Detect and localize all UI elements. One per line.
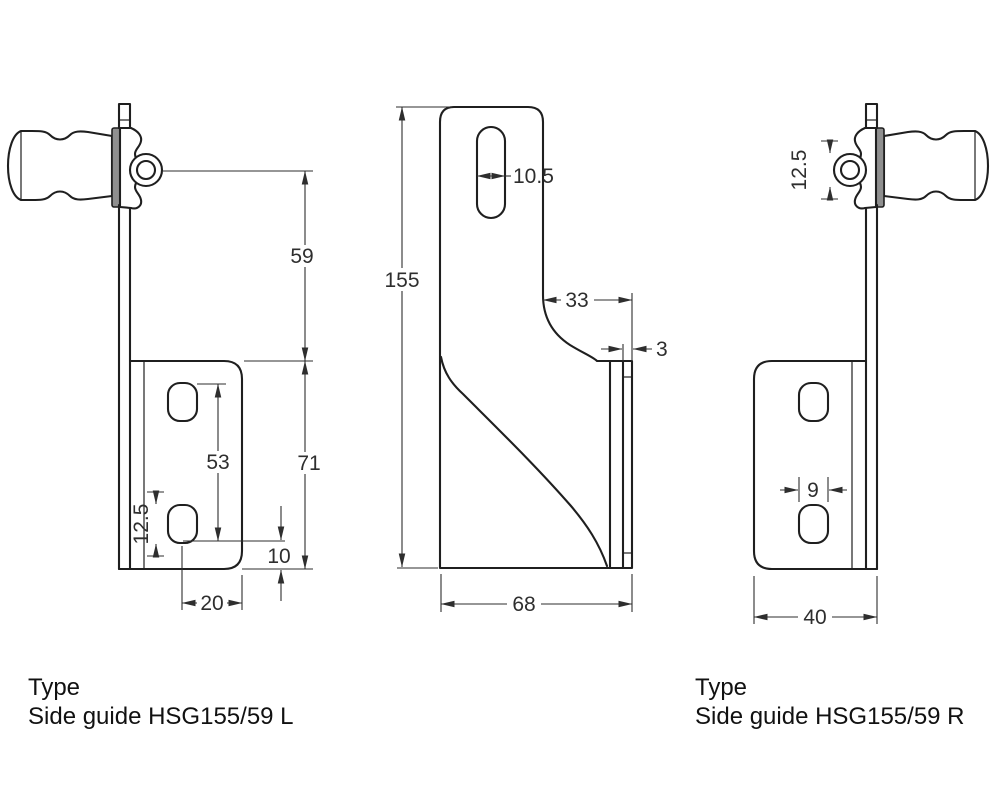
dim-71-group: 71 xyxy=(242,360,324,570)
dim-33-group: 33 xyxy=(542,289,633,361)
left-side-view: 59 71 53 12.5 xyxy=(6,102,324,615)
dim-3-group: 3 xyxy=(601,338,668,361)
dim-9-label: 9 xyxy=(807,479,819,502)
dim-12-5-left-group: 12.5 xyxy=(130,490,164,558)
dim-3-label: 3 xyxy=(656,338,668,361)
left-title-block: Type Side guide HSG155/59 L xyxy=(28,674,294,730)
right-type-label: Type xyxy=(695,674,747,701)
dim-20-group: 20 xyxy=(181,546,243,615)
dim-10-group: 10 xyxy=(267,506,291,601)
dim-68-group: 68 xyxy=(440,574,633,616)
right-dimension-lines: 12.5 9 40 xyxy=(753,139,878,629)
dim-10-label: 10 xyxy=(267,545,290,568)
front-view: 155 10.5 33 3 xyxy=(380,105,668,616)
left-type-label: Type xyxy=(28,674,80,701)
dim-59-label: 59 xyxy=(290,245,313,268)
dim-10-5-label: 10.5 xyxy=(513,165,554,188)
dim-40-group: 40 xyxy=(753,576,878,629)
front-dimension-lines: 155 10.5 33 3 xyxy=(380,106,668,616)
dim-71-label: 71 xyxy=(297,452,320,475)
dim-155-label: 155 xyxy=(384,269,419,292)
right-model-label: Side guide HSG155/59 R xyxy=(695,703,965,730)
dim-40-label: 40 xyxy=(803,606,826,629)
dim-20-label: 20 xyxy=(200,592,223,615)
right-side-view: 12.5 9 40 xyxy=(752,102,990,629)
dim-10-5-group: 10.5 xyxy=(476,165,554,188)
left-side-part xyxy=(6,102,244,571)
dim-12-5-right-label: 12.5 xyxy=(788,150,811,191)
left-model-label: Side guide HSG155/59 L xyxy=(28,703,294,730)
dim-68-label: 68 xyxy=(512,593,535,616)
right-title-block: Type Side guide HSG155/59 R xyxy=(695,674,965,730)
dim-59-group: 59 xyxy=(163,170,318,362)
dim-9-group: 9 xyxy=(780,477,847,502)
front-part xyxy=(438,105,634,570)
dim-12-5-left-label: 12.5 xyxy=(130,504,153,545)
dim-53-group: 53 xyxy=(183,383,285,542)
dim-53-label: 53 xyxy=(206,451,229,474)
dim-12-5-right-group: 12.5 xyxy=(788,139,838,201)
dim-155-group: 155 xyxy=(380,106,452,569)
left-dimension-lines: 59 71 53 12.5 xyxy=(130,170,324,615)
dim-33-label: 33 xyxy=(565,289,588,312)
